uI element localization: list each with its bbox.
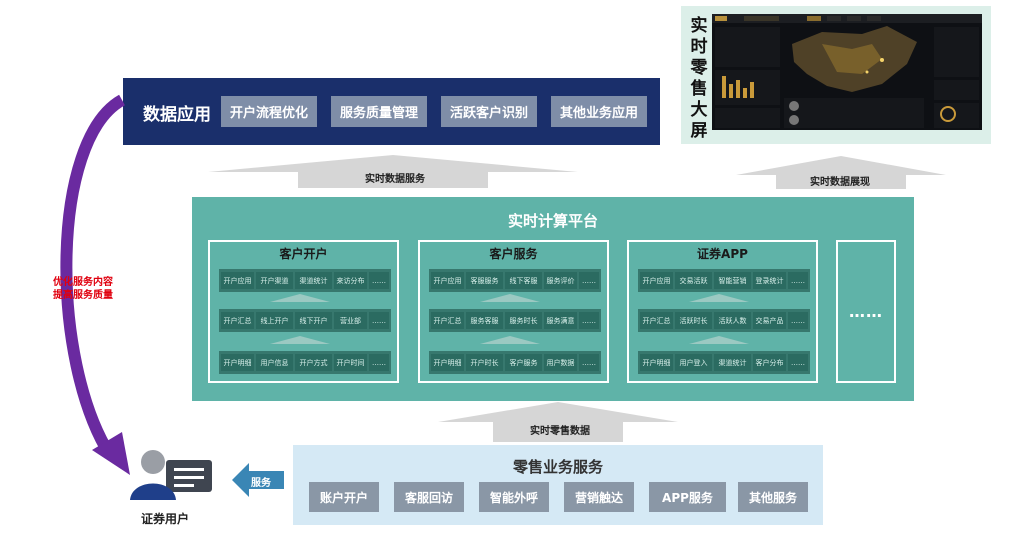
row-cell: 用户数据: [544, 354, 577, 371]
row-cell: 客户分布: [753, 354, 786, 371]
group-customer-account-opening: [208, 240, 399, 383]
group-customer-service: [418, 240, 609, 383]
row-cell: 交易活跃: [675, 272, 712, 289]
retail-button-app-service[interactable]: APP服务: [649, 482, 726, 512]
row-cell: 服务时长: [505, 312, 542, 329]
app-button-active-customers[interactable]: 活跃客户识别: [441, 96, 537, 127]
up-arrow-small: [689, 294, 749, 302]
up-arrow-small: [480, 294, 540, 302]
app-button-service-quality[interactable]: 服务质量管理: [331, 96, 427, 127]
row-cell: 营业部: [334, 312, 367, 329]
row-cell: 开户汇总: [221, 312, 254, 329]
row-cell: 线下客服: [505, 272, 542, 289]
row-cell: 渠道统计: [714, 354, 751, 371]
retail-business-services-title: 零售业务服务: [512, 458, 603, 476]
app-button-other-apps[interactable]: 其他业务应用: [551, 96, 647, 127]
more-modules-box: ……: [836, 240, 896, 383]
row-cell: 活跃时长: [675, 312, 712, 329]
feedback-label-line1: 优化服务内容: [53, 277, 113, 288]
row-cell: 开户应用: [221, 272, 254, 289]
label-realtime-retail-data: 实时零售数据: [530, 426, 590, 437]
row-cell: 开户汇总: [640, 312, 673, 329]
row-cell: ……: [788, 272, 808, 289]
row-cell: 服务客服: [466, 312, 503, 329]
retail-button-other-services[interactable]: 其他服务: [738, 482, 808, 512]
row-cell: 开户方式: [295, 354, 332, 371]
label-realtime-data-service: 实时数据服务: [365, 174, 425, 185]
row-cell: 用户登入: [675, 354, 712, 371]
up-arrow-realtime-data-display: [736, 156, 946, 189]
retail-button-smart-outbound[interactable]: 智能外呼: [479, 482, 549, 512]
row-cell: 来访分布: [334, 272, 367, 289]
row-cell: ……: [579, 354, 599, 371]
feedback-label: 优化服务内容 提高服务质量: [38, 276, 128, 302]
platform-title: 实时计算平台: [507, 212, 598, 230]
row-cell: 开户应用: [640, 272, 673, 289]
dashboard-thumbnail-graphic: [712, 14, 982, 130]
group-securities-app: [627, 240, 818, 383]
retail-button-account-opening[interactable]: 账户开户: [309, 482, 379, 512]
retail-button-callback[interactable]: 客服回访: [394, 482, 464, 512]
data-application-title: 数据应用: [143, 105, 211, 125]
group-title-customer-service: 客户服务: [489, 247, 538, 261]
row-cell: 客服服务: [466, 272, 503, 289]
realtime-screen-title: 实时零售大屏: [690, 16, 708, 141]
row-cell: ……: [788, 354, 808, 371]
row-cell: 登录统计: [753, 272, 786, 289]
row-cell: ……: [369, 312, 389, 329]
row-cell: ……: [579, 272, 599, 289]
up-arrow-small: [480, 336, 540, 344]
retail-business-services-panel: [293, 445, 823, 525]
row-cell: 线下开户: [295, 312, 332, 329]
label-service: 服务: [251, 478, 271, 489]
row-cell: ……: [788, 312, 808, 329]
row-cell: 用户信息: [256, 354, 293, 371]
row-cell: 客户服务: [505, 354, 542, 371]
retail-button-marketing-reach[interactable]: 营销触达: [564, 482, 634, 512]
row-cell: 智能营销: [714, 272, 751, 289]
up-arrow-small: [270, 336, 330, 344]
row-cell: 开户明细: [640, 354, 673, 371]
row-cell: 开户明细: [221, 354, 254, 371]
row-cell: 开户明细: [431, 354, 464, 371]
row-cell: 线上开户: [256, 312, 293, 329]
dashboard-screenshot: [712, 14, 982, 130]
row-cell: 开户汇总: [431, 312, 464, 329]
up-arrow-small: [689, 336, 749, 344]
row-cell: 开户时间: [334, 354, 367, 371]
up-arrow-realtime-retail-data: [438, 402, 678, 442]
group-title-customer-account-opening: 客户开户: [279, 247, 328, 261]
row-cell: 服务评价: [544, 272, 577, 289]
up-arrow-realtime-data-service: [208, 155, 578, 188]
label-realtime-data-display: 实时数据展现: [810, 177, 870, 188]
row-cell: 活跃人数: [714, 312, 751, 329]
row-cell: ……: [369, 272, 389, 289]
curved-feedback-arrow: [60, 94, 130, 475]
app-button-account-opening[interactable]: 开户流程优化: [221, 96, 317, 127]
securities-user-label: 证券用户: [140, 512, 189, 526]
feedback-label-line2: 提高服务质量: [53, 290, 113, 301]
row-cell: 渠道统计: [295, 272, 332, 289]
row-cell: ……: [369, 354, 389, 371]
row-cell: 开户时长: [466, 354, 503, 371]
row-cell: ……: [579, 312, 599, 329]
group-title-securities-app: 证券APP: [697, 247, 748, 261]
row-cell: 交易产品: [753, 312, 786, 329]
row-cell: 服务满意: [544, 312, 577, 329]
row-cell: 开户渠道: [256, 272, 293, 289]
left-arrow-service: [232, 463, 284, 497]
row-cell: 开户应用: [431, 272, 464, 289]
securities-user-icon: [130, 450, 212, 500]
up-arrow-small: [270, 294, 330, 302]
